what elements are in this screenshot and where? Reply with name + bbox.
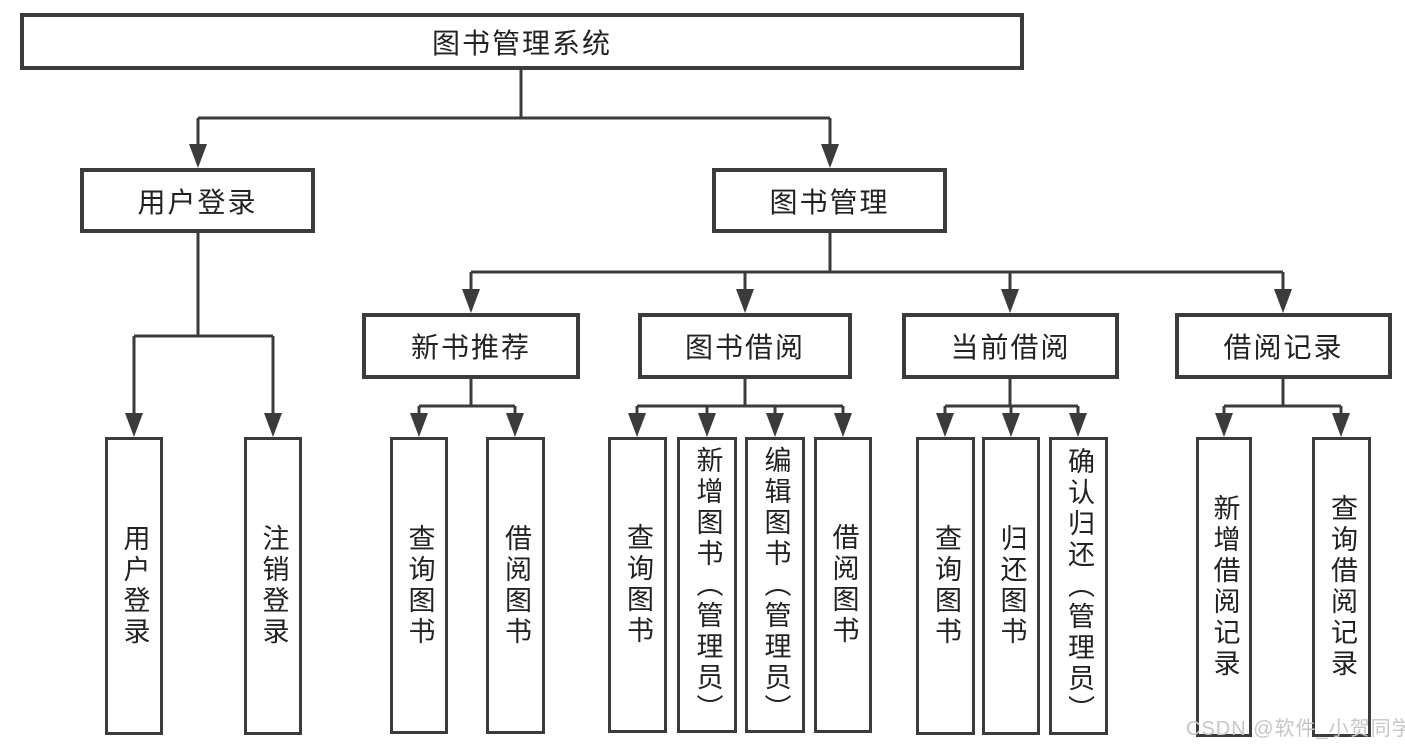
node-logout-action: 注销登录 xyxy=(244,437,302,735)
node-book-management: 图书管理 xyxy=(712,168,947,233)
node-bb-edit-books-admin-label: 编辑图书（管理员） xyxy=(760,445,791,725)
node-book-borrowing: 图书借阅 xyxy=(638,313,852,379)
node-br-add-record: 新增借阅记录 xyxy=(1196,437,1252,737)
node-nbr-query-books: 查询图书 xyxy=(390,437,448,734)
node-nbr-query-books-label: 查询图书 xyxy=(404,523,435,648)
node-cb-confirm-return-admin: 确认归还（管理员） xyxy=(1049,437,1108,735)
node-bb-query-books: 查询图书 xyxy=(608,437,667,733)
node-nbr-borrow-books: 借阅图书 xyxy=(486,437,545,734)
node-bb-add-books-admin: 新增图书（管理员） xyxy=(677,437,737,733)
node-bb-borrow-books: 借阅图书 xyxy=(814,437,872,733)
node-user-login-action: 用户登录 xyxy=(105,437,163,735)
node-br-query-record-label: 查询借阅记录 xyxy=(1327,494,1357,680)
node-bb-add-books-admin-label: 新增图书（管理员） xyxy=(692,445,723,725)
node-new-book-recommendation: 新书推荐 xyxy=(362,313,580,379)
node-cb-return-books-label: 归还图书 xyxy=(996,524,1027,648)
node-borrowing-records: 借阅记录 xyxy=(1175,313,1392,379)
node-br-add-record-label: 新增借阅记录 xyxy=(1209,494,1240,680)
node-cb-query-books-label: 查询图书 xyxy=(931,524,961,648)
node-library-system: 图书管理系统 xyxy=(20,13,1024,70)
node-cb-return-books: 归还图书 xyxy=(982,437,1040,735)
node-cb-confirm-return-admin-label: 确认归还（管理员） xyxy=(1064,446,1094,726)
node-cb-query-books: 查询图书 xyxy=(916,437,975,735)
node-bb-borrow-books-label: 借阅图书 xyxy=(828,523,859,647)
watermark: CSDN @软件_小贺同学 xyxy=(1186,718,1405,740)
node-bb-query-books-label: 查询图书 xyxy=(623,523,653,647)
node-br-query-record: 查询借阅记录 xyxy=(1312,437,1371,737)
node-user-login: 用户登录 xyxy=(80,168,315,233)
node-bb-edit-books-admin: 编辑图书（管理员） xyxy=(745,437,805,733)
node-current-borrowing: 当前借阅 xyxy=(902,313,1119,379)
node-nbr-borrow-books-label: 借阅图书 xyxy=(501,523,531,648)
node-user-login-action-label: 用户登录 xyxy=(119,524,150,648)
node-logout-action-label: 注销登录 xyxy=(258,524,289,648)
